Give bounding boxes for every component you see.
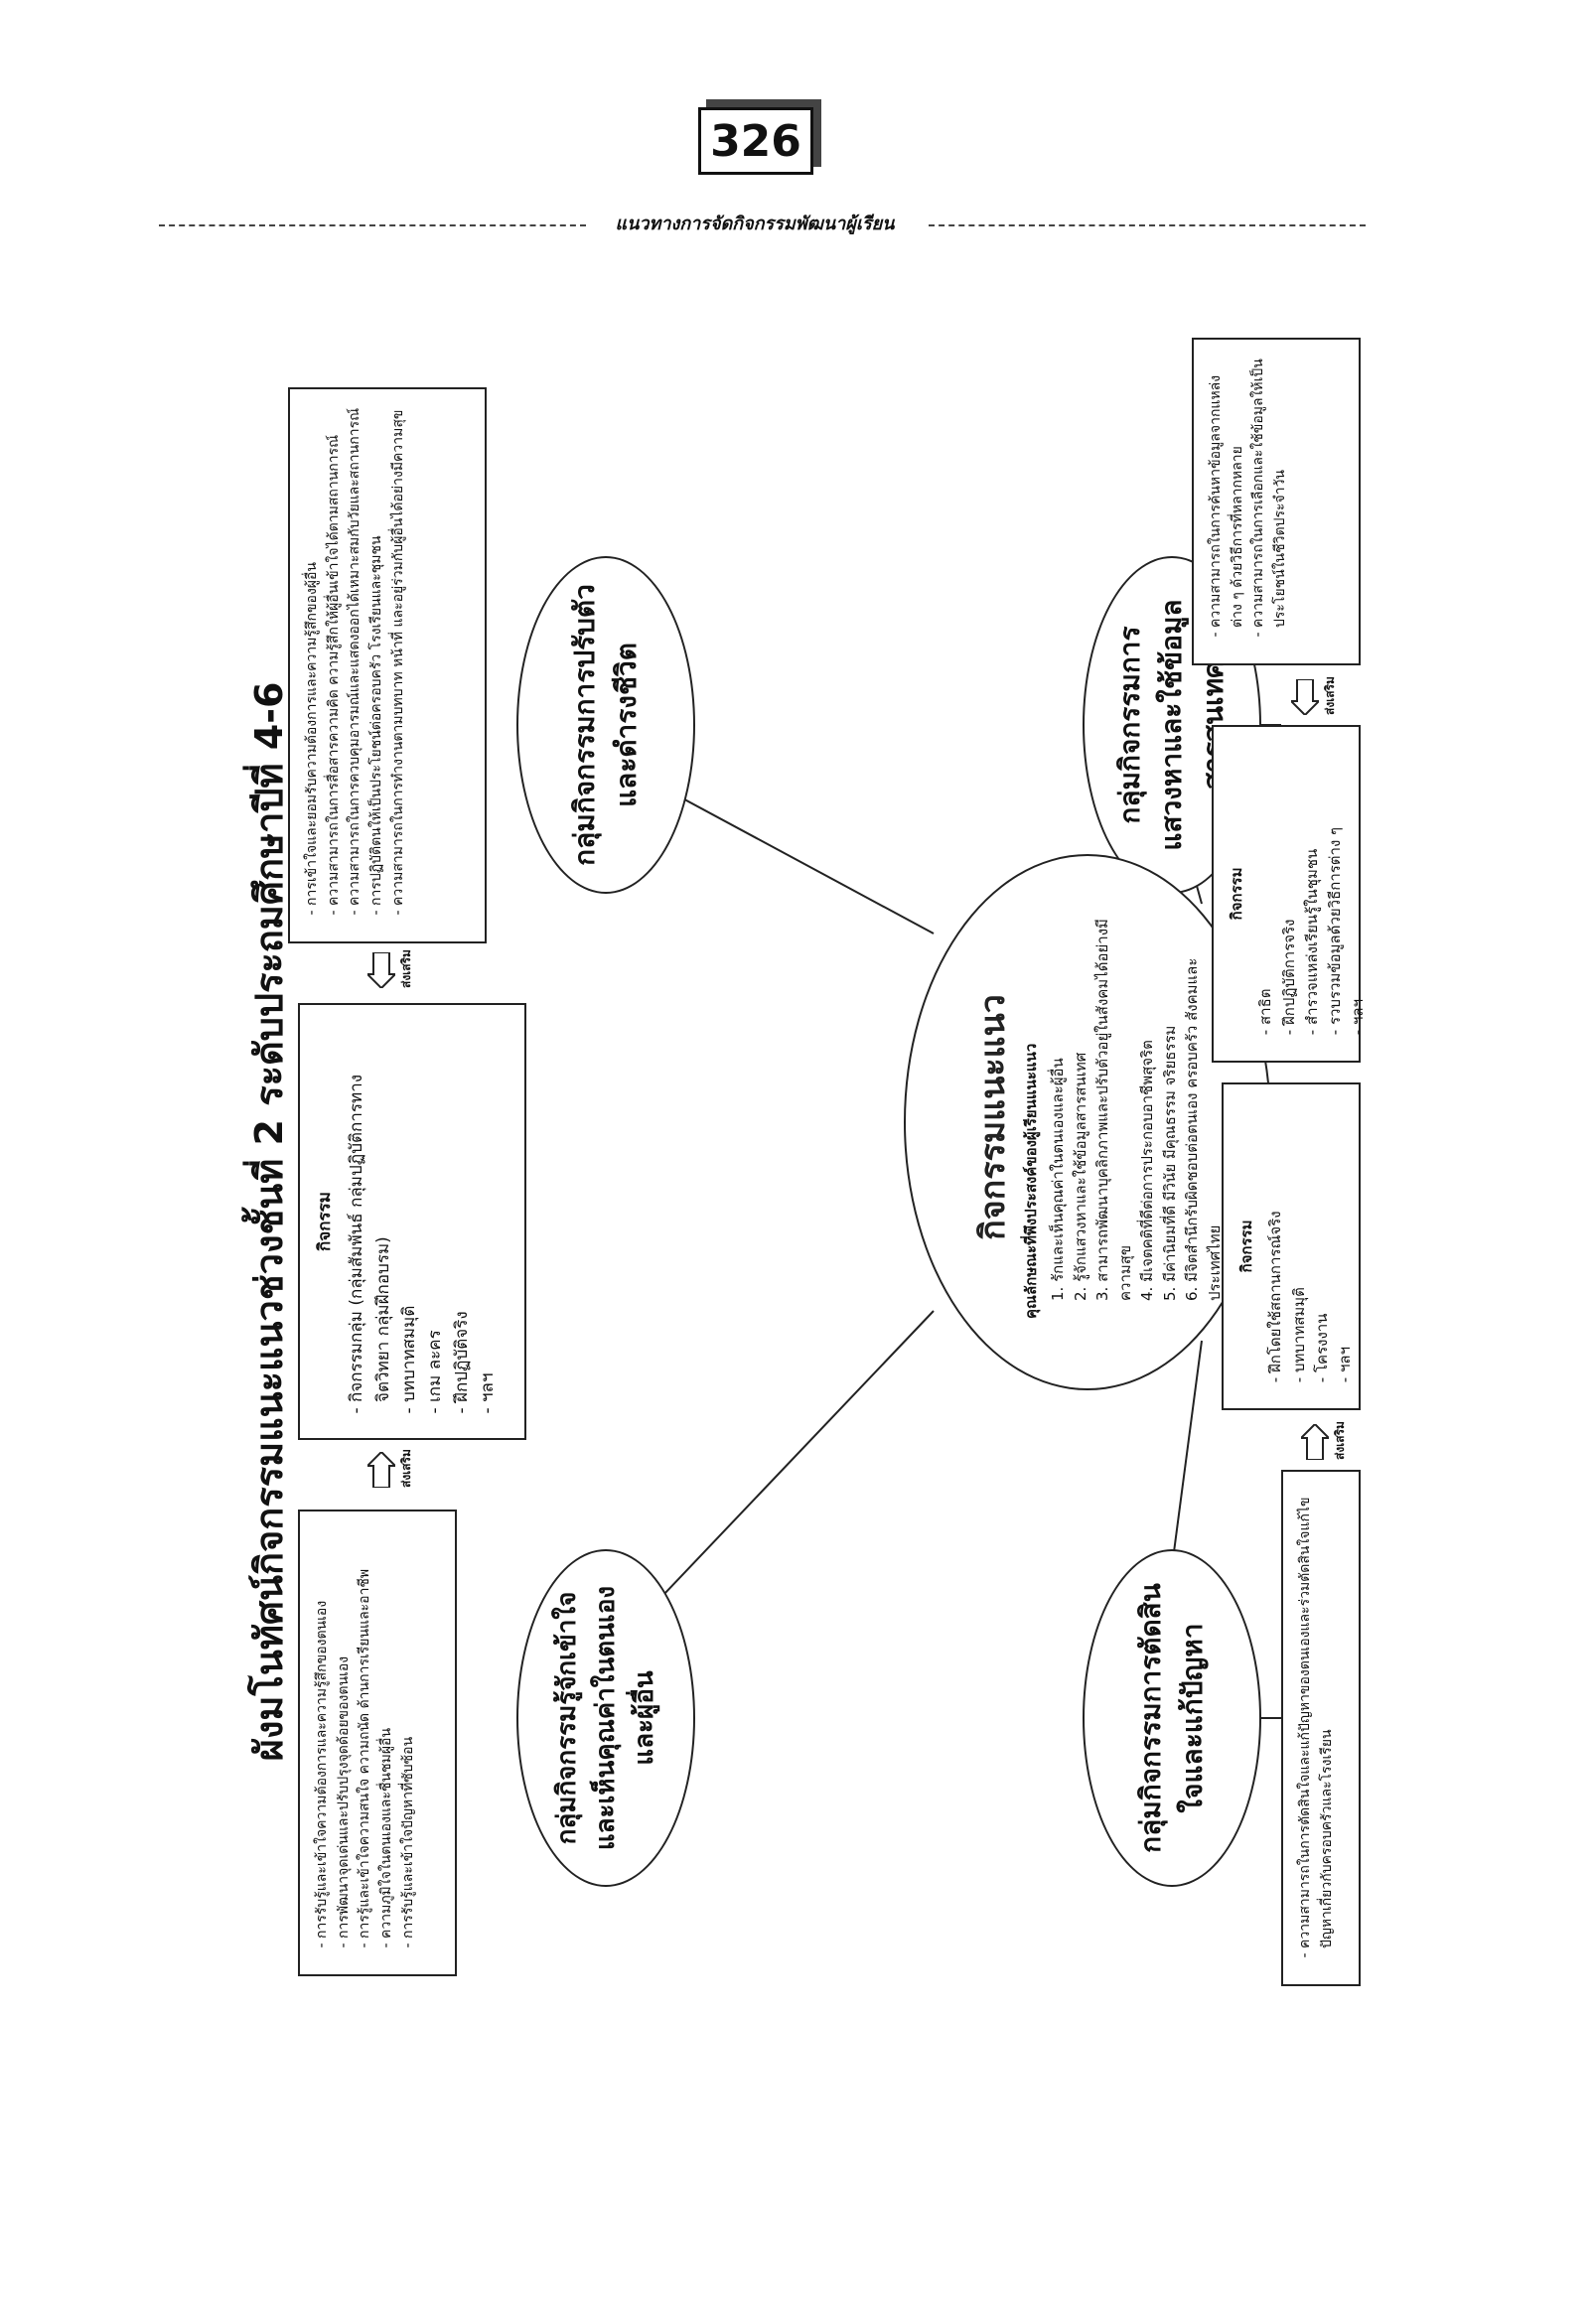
center-title: กิจกรรมแนะแนว xyxy=(973,994,1013,1240)
decision-activities-heading: กิจกรรม xyxy=(1237,1220,1255,1273)
page-number: 326 xyxy=(698,107,813,175)
adj-obj-2: ความสามารถในการสื่อสารความคิด ความรู้สึก… xyxy=(324,405,346,906)
arrow-info xyxy=(1288,678,1322,717)
dec-act-2: บทบาทสมมุติ xyxy=(1288,1100,1311,1372)
header-rule-right xyxy=(929,224,1366,226)
top-act-2: บทบาทสมมุติ xyxy=(396,1021,422,1402)
top-act-4: ฝึกปฏิบัติจริง xyxy=(449,1021,475,1402)
adj-obj-3: ความสามารถในการควบคุมอารมณ์และแสดงออกได้… xyxy=(345,405,366,906)
self-obj-1: การรับรู้และเข้าใจความต้องการและความรู้ส… xyxy=(312,1527,334,1939)
info-obj-1: ความสามารถในการค้นหาข้อมูลจากแหล่งต่าง ๆ… xyxy=(1206,356,1248,628)
arrow-right xyxy=(364,951,398,990)
running-header: แนวทางการจัดกิจกรรมพัฒนาผู้เรียน xyxy=(615,214,895,234)
info-activities-heading: กิจกรรม xyxy=(1228,867,1245,921)
info-act-1: สาธิต xyxy=(1254,743,1277,1025)
info-activities-box: กิจกรรม สาธิต ฝึกปฏิบัติการจริง สำรวจแหล… xyxy=(1212,725,1367,1063)
group-adjustment: กลุ่มกิจกรรมการปรับตัวและดำรงชีวิต xyxy=(516,556,695,894)
self-obj-5: การรับรู้และเข้าใจปัญหาที่ซับซ้อน xyxy=(398,1527,420,1939)
top-activities-box: กิจกรรม กิจกรรมกลุ่ม (กลุ่มสัมพันธ์ กลุ่… xyxy=(298,1003,526,1440)
arrow-label-bottom: ส่งเสริม xyxy=(1333,1421,1347,1460)
group-self-esteem: กลุ่มกิจกรรมรู้จักเข้าใจและเห็นคุณค่าในต… xyxy=(516,1549,695,1887)
adj-obj-5: ความสามารถในการทำงานตามบทบาท หน้าที่ และ… xyxy=(388,405,410,906)
center-item-5: 5. มีค่านิยมที่ดี มีวินัย มีคุณธรรม จริย… xyxy=(1160,1025,1179,1301)
center-item-2: 2. รู้จักแสวงหาและใช้ข้อมูลสารสนเทศ xyxy=(1071,1052,1089,1301)
self-obj-4: ความภูมิใจในตนเองและชื่นชมผู้อื่น xyxy=(376,1527,398,1939)
concept-map: ผังมโนทัศน์กิจกรรมแนะแนวช่วงชั้นที่ 2 ระ… xyxy=(228,328,1371,2115)
arrow-left xyxy=(364,1450,398,1489)
dec-act-1: ฝึกโดยใช้สถานการณ์จริง xyxy=(1264,1100,1287,1372)
arrow-bottom xyxy=(1298,1422,1332,1461)
top-act-5: ฯลฯ xyxy=(475,1021,501,1402)
center-item-4: 4. มีเจตคติที่ดีต่อการประกอบอาชีพสุจริต xyxy=(1138,1040,1156,1301)
self-obj-2: การพัฒนาจุดเด่นและปรับปรุงจุดด้อยของตนเอ… xyxy=(334,1527,356,1939)
decision-objectives-box: ความสามารถในการตัดสินใจและแก้ปัญหาของตนเ… xyxy=(1281,1470,1361,1986)
dec-act-3: โครงงาน xyxy=(1311,1100,1334,1372)
self-esteem-objectives-box: การรับรู้และเข้าใจความต้องการและความรู้ส… xyxy=(298,1510,457,1976)
decision-activities-box: กิจกรรม ฝึกโดยใช้สถานการณ์จริง บทบาทสมมุ… xyxy=(1222,1082,1361,1410)
center-subtitle: คุณลักษณะที่พึงประสงค์ของผู้เรียนแนะแนว xyxy=(1022,1043,1040,1319)
top-act-3: เกม ละคร xyxy=(422,1021,448,1402)
adjustment-objectives-box: การเข้าใจและยอมรับความต้องการและความรู้ส… xyxy=(288,387,487,943)
header-rule-left xyxy=(159,224,586,226)
info-act-4: รวบรวมข้อมูลด้วยวิธีการต่าง ๆ xyxy=(1324,743,1347,1025)
info-act-5: ฯลฯ xyxy=(1347,743,1370,1025)
arrow-label-info: ส่งเสริม xyxy=(1323,676,1337,715)
dec-obj-1: ความสามารถในการตัดสินใจและแก้ปัญหาของตนเ… xyxy=(1295,1488,1338,1948)
adj-obj-4: การปฏิบัติตนให้เป็นประโยชน์ต่อครอบครัว โ… xyxy=(366,405,388,906)
info-act-2: ฝึกปฏิบัติการจริง xyxy=(1278,743,1301,1025)
info-act-3: สำรวจแหล่งเรียนรู้ในชุมชน xyxy=(1301,743,1324,1025)
group-decision: กลุ่มกิจกรรมการตัดสินใจและแก้ปัญหา xyxy=(1083,1549,1261,1887)
top-activities-heading: กิจกรรม xyxy=(315,1192,335,1252)
center-item-3: 3. สามารถพัฒนาบุคลิกภาพและปรับตัวอยู่ในส… xyxy=(1093,919,1134,1301)
center-item-1: 1. รักและเห็นคุณค่าในตนเองและผู้อื่น xyxy=(1049,1058,1067,1301)
arrow-label-left: ส่งเสริม xyxy=(399,1449,413,1488)
dec-act-4: ฯลฯ xyxy=(1334,1100,1357,1372)
info-objectives-box: ความสามารถในการค้นหาข้อมูลจากแหล่งต่าง ๆ… xyxy=(1192,338,1361,665)
info-obj-2: ความสามารถในการเลือกและใช้ข้อมูลให้เป็นป… xyxy=(1248,356,1291,628)
top-act-1: กิจกรรมกลุ่ม (กลุ่มสัมพันธ์ กลุ่มปฏิบัติ… xyxy=(344,1021,396,1402)
self-obj-3: การรู้และเข้าใจความสนใจ ความถนัด ด้านการ… xyxy=(355,1527,376,1939)
arrow-label-right: ส่งเสริม xyxy=(399,949,413,988)
adj-obj-1: การเข้าใจและยอมรับความต้องการและความรู้ส… xyxy=(302,405,324,906)
